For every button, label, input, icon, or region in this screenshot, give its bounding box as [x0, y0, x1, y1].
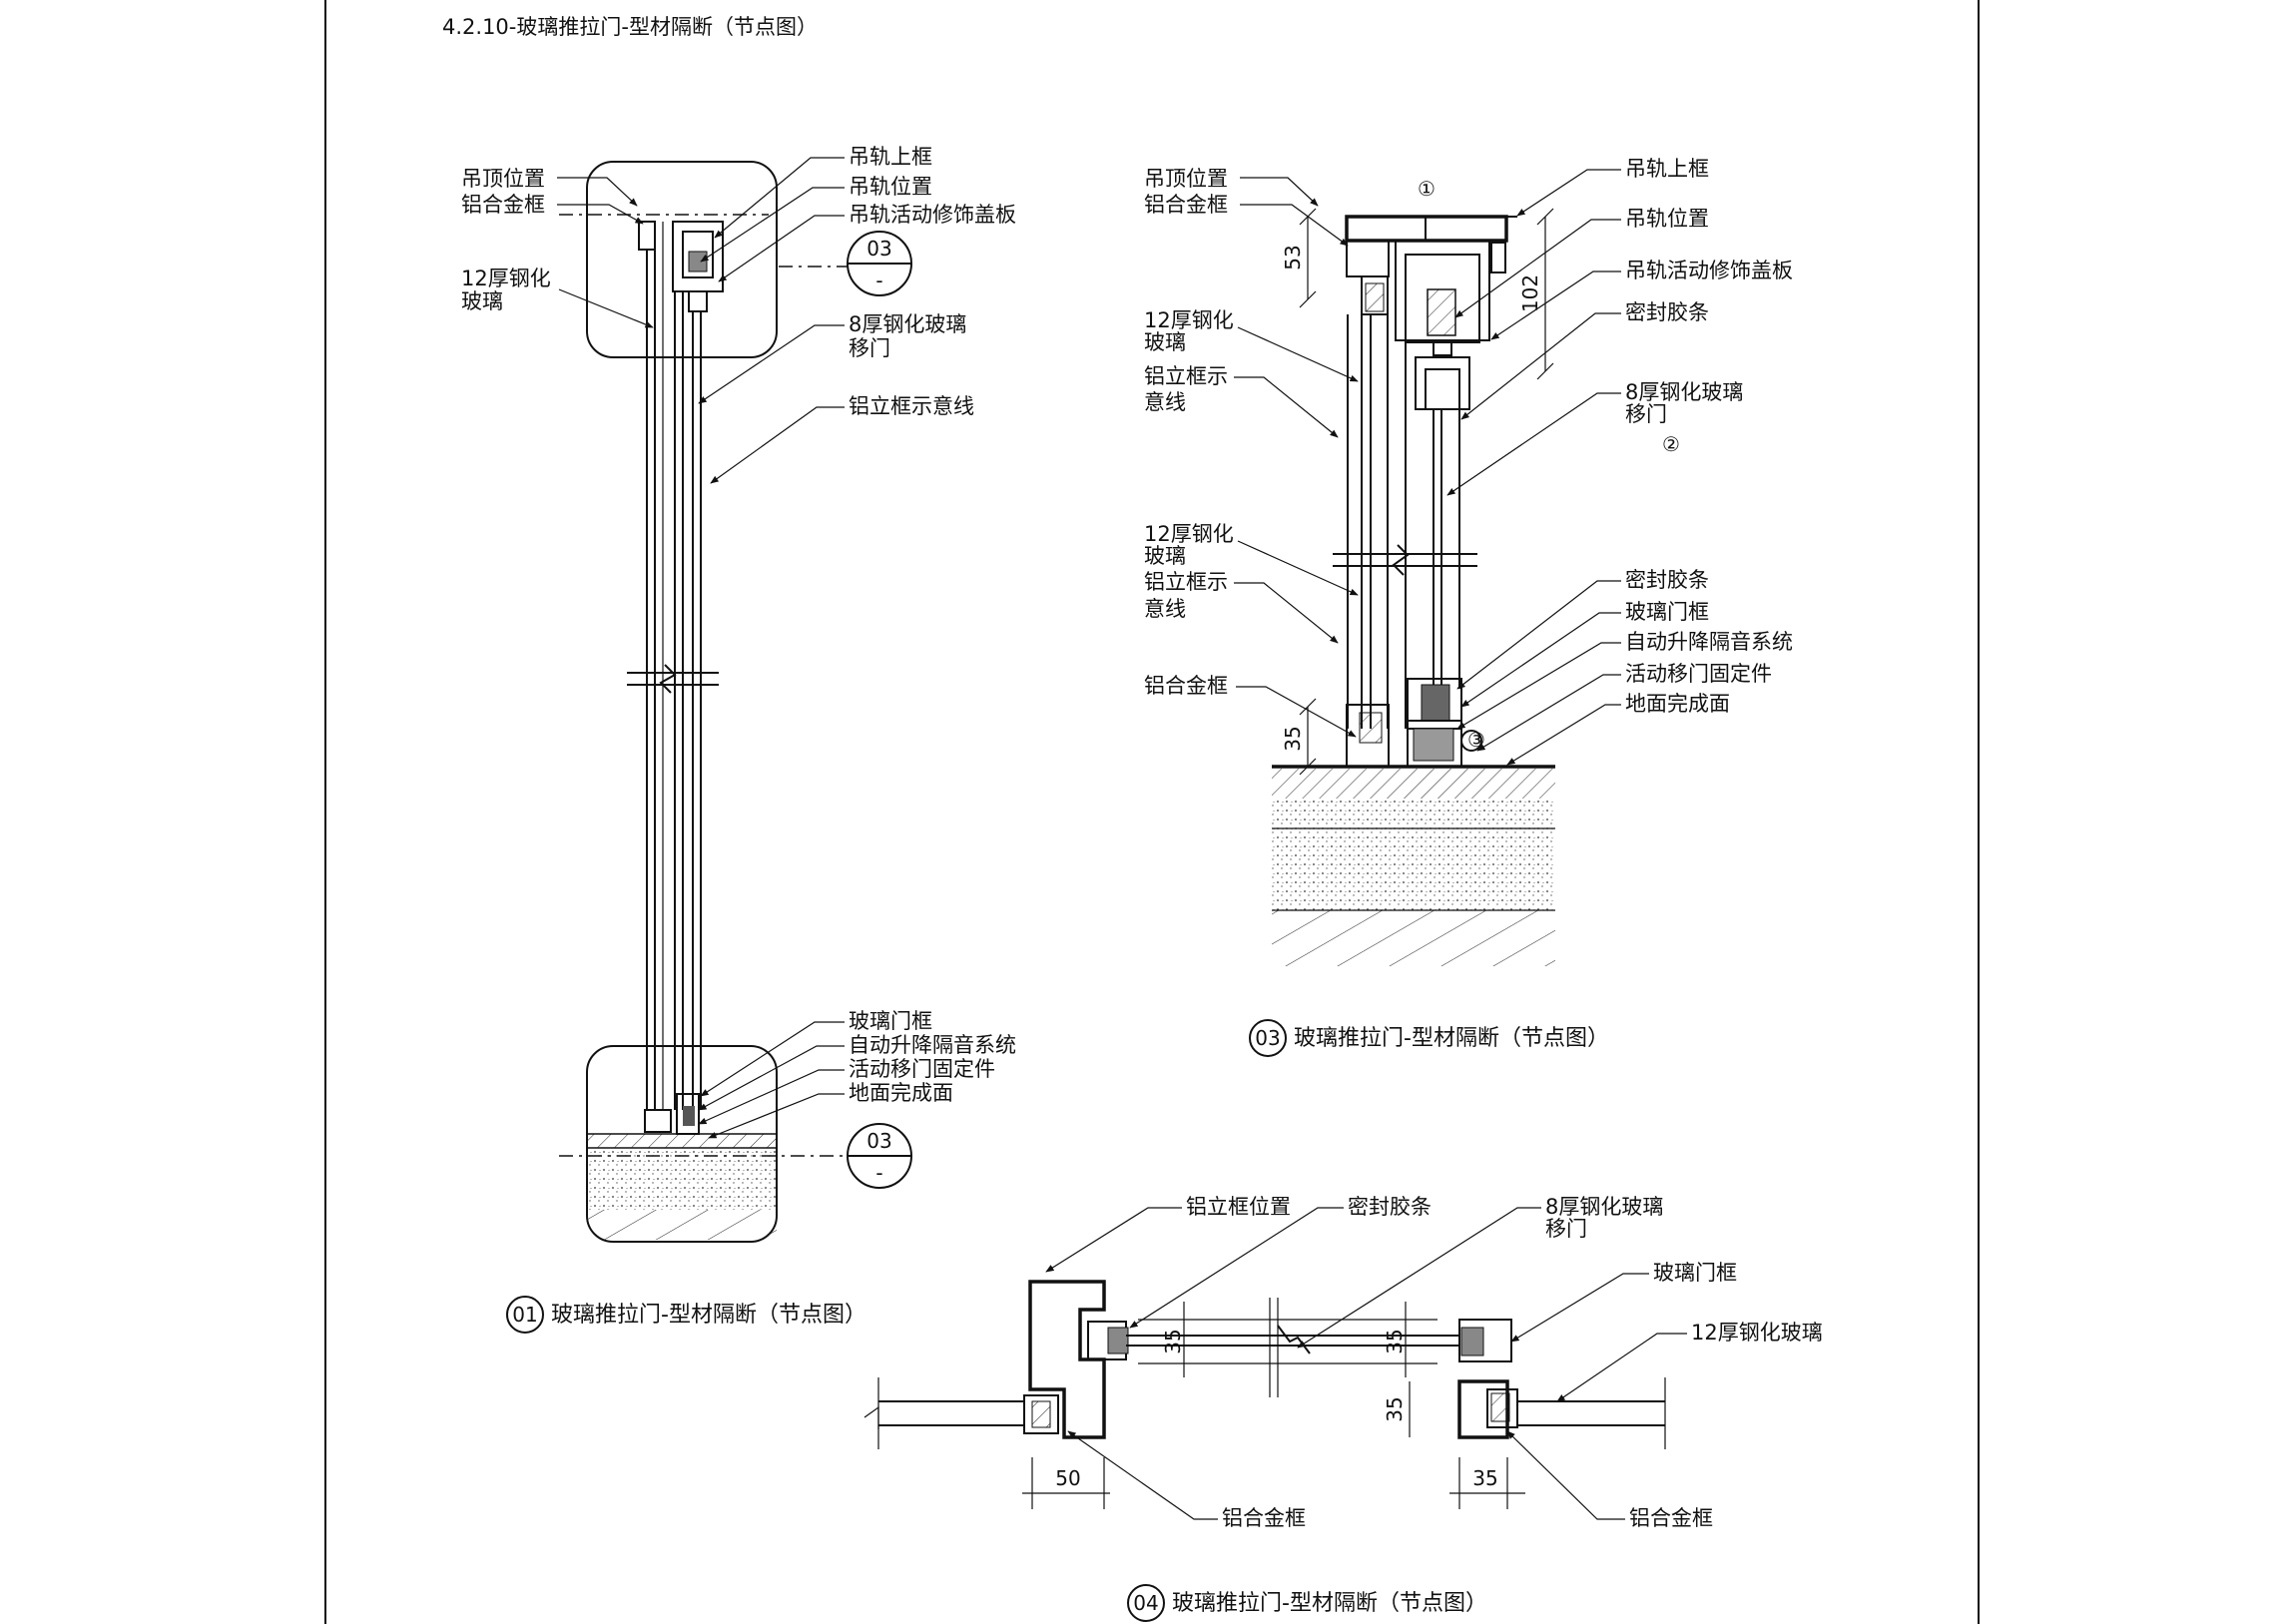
label-12mm-glass-b2: 玻璃 [1144, 544, 1186, 568]
caption-03-number: 03 [1255, 1026, 1280, 1050]
caption-01-number: 01 [512, 1303, 537, 1327]
label-auto-seal: 自动升降隔音系统 [849, 1033, 1016, 1057]
label-12mm-glass-2: 玻璃 [461, 289, 503, 313]
bubble-bottom-sub: - [875, 1161, 882, 1185]
label-aluminum-frame-bottom: 铝合金框 [1144, 674, 1228, 698]
label-sliding-door: 移门 [1545, 1217, 1587, 1241]
label-sliding-door: 移门 [849, 336, 890, 360]
label-sliding-door: 移门 [1625, 402, 1667, 426]
caption-03-text: 玻璃推拉门-型材隔断（节点图） [1294, 1026, 1609, 1051]
dim-35-post: 35 [1383, 1396, 1407, 1421]
dim-50: 50 [1055, 1466, 1080, 1490]
label-rail-position: 吊轨位置 [849, 175, 932, 199]
detail-01: 03 - 03 - 吊顶位置 铝合金框 12厚钢化 玻璃 吊轨上框 吊轨位置 吊… [461, 145, 1016, 1334]
label-mullion-line-a: 铝立框示 [1144, 364, 1228, 388]
dim-53: 53 [1281, 245, 1305, 270]
label-seal-strip: 密封胶条 [1348, 1195, 1432, 1219]
label-glass-door-frame: 玻璃门框 [1625, 600, 1709, 624]
caption-01-circle [506, 1296, 544, 1334]
label-mullion-line-b: 铝立框示 [1144, 570, 1228, 594]
dim-35-bottom: 35 [1472, 1466, 1497, 1490]
bubble-top-sub: - [875, 269, 882, 292]
label-glass-door-frame: 玻璃门框 [1653, 1261, 1737, 1285]
label-8mm-glass: 8厚钢化玻璃 [849, 312, 966, 336]
label-seal-strip-top: 密封胶条 [1625, 300, 1709, 324]
label-aluminum-frame-right: 铝合金框 [1629, 1506, 1713, 1530]
label-12mm-glass-b: 12厚钢化 [1144, 522, 1234, 546]
marker-2: ② [1662, 432, 1680, 456]
label-floor-finish: 地面完成面 [849, 1081, 953, 1105]
label-rail-cover: 吊轨活动修饰盖板 [1625, 259, 1793, 282]
caption-03-circle [1249, 1019, 1287, 1057]
label-8mm-glass: 8厚钢化玻璃 [1545, 1195, 1663, 1219]
label-12mm-glass: 12厚钢化 [461, 267, 551, 290]
caption-01-text: 玻璃推拉门-型材隔断（节点图） [551, 1303, 866, 1328]
label-8mm-glass: 8厚钢化玻璃 [1625, 380, 1743, 404]
label-aluminum-frame: 铝合金框 [461, 193, 545, 217]
label-floor-finish: 地面完成面 [1625, 692, 1730, 716]
marker-1: ① [1418, 177, 1435, 201]
detail-03: ① ② ③ 53 102 35 吊顶位置 铝合金框 12厚钢化 玻璃 铝立框示 … [1144, 157, 1793, 1057]
label-ceiling-position: 吊顶位置 [1144, 167, 1228, 191]
label-12mm-glass-a2: 玻璃 [1144, 330, 1186, 354]
label-rail-position: 吊轨位置 [1625, 207, 1709, 231]
page-title: 4.2.10-玻璃推拉门-型材隔断（节点图） [442, 15, 818, 39]
label-glass-door-frame: 玻璃门框 [849, 1009, 932, 1033]
label-12mm-glass-a: 12厚钢化 [1144, 308, 1234, 332]
label-12mm-glass: 12厚钢化玻璃 [1691, 1321, 1823, 1345]
label-mullion-line-a2: 意线 [1144, 390, 1186, 414]
label-rail-top-frame: 吊轨上框 [849, 145, 932, 169]
label-ceiling-position: 吊顶位置 [461, 167, 545, 191]
bubble-top-number: 03 [866, 237, 891, 261]
label-auto-seal: 自动升降隔音系统 [1625, 630, 1793, 654]
dim-35-right: 35 [1383, 1329, 1407, 1353]
label-aluminum-frame-top: 铝合金框 [1144, 193, 1228, 217]
label-rail-cover: 吊轨活动修饰盖板 [849, 203, 1016, 227]
label-rail-top-frame: 吊轨上框 [1625, 157, 1709, 181]
bubble-bottom-number: 03 [866, 1129, 891, 1153]
label-aluminum-frame-left: 铝合金框 [1222, 1506, 1306, 1530]
label-mullion-line: 铝立框示意线 [849, 394, 974, 418]
detail-04: 35 35 35 50 35 铝立框位置 密封胶条 8厚钢化玻璃 移门 玻璃门框… [863, 1195, 1823, 1622]
caption-04-text: 玻璃推拉门-型材隔断（节点图） [1172, 1591, 1487, 1616]
caption-04-circle [1127, 1584, 1165, 1622]
label-seal-strip-bottom: 密封胶条 [1625, 568, 1709, 592]
label-mullion-position: 铝立框位置 [1186, 1195, 1291, 1219]
caption-04-number: 04 [1133, 1591, 1158, 1615]
dim-35-left: 35 [1161, 1329, 1185, 1353]
label-mullion-line-b2: 意线 [1144, 597, 1186, 621]
dim-102: 102 [1518, 274, 1542, 312]
label-door-stopper: 活动移门固定件 [849, 1057, 995, 1081]
dim-35-floor: 35 [1281, 726, 1305, 751]
label-door-stopper: 活动移门固定件 [1625, 662, 1772, 686]
